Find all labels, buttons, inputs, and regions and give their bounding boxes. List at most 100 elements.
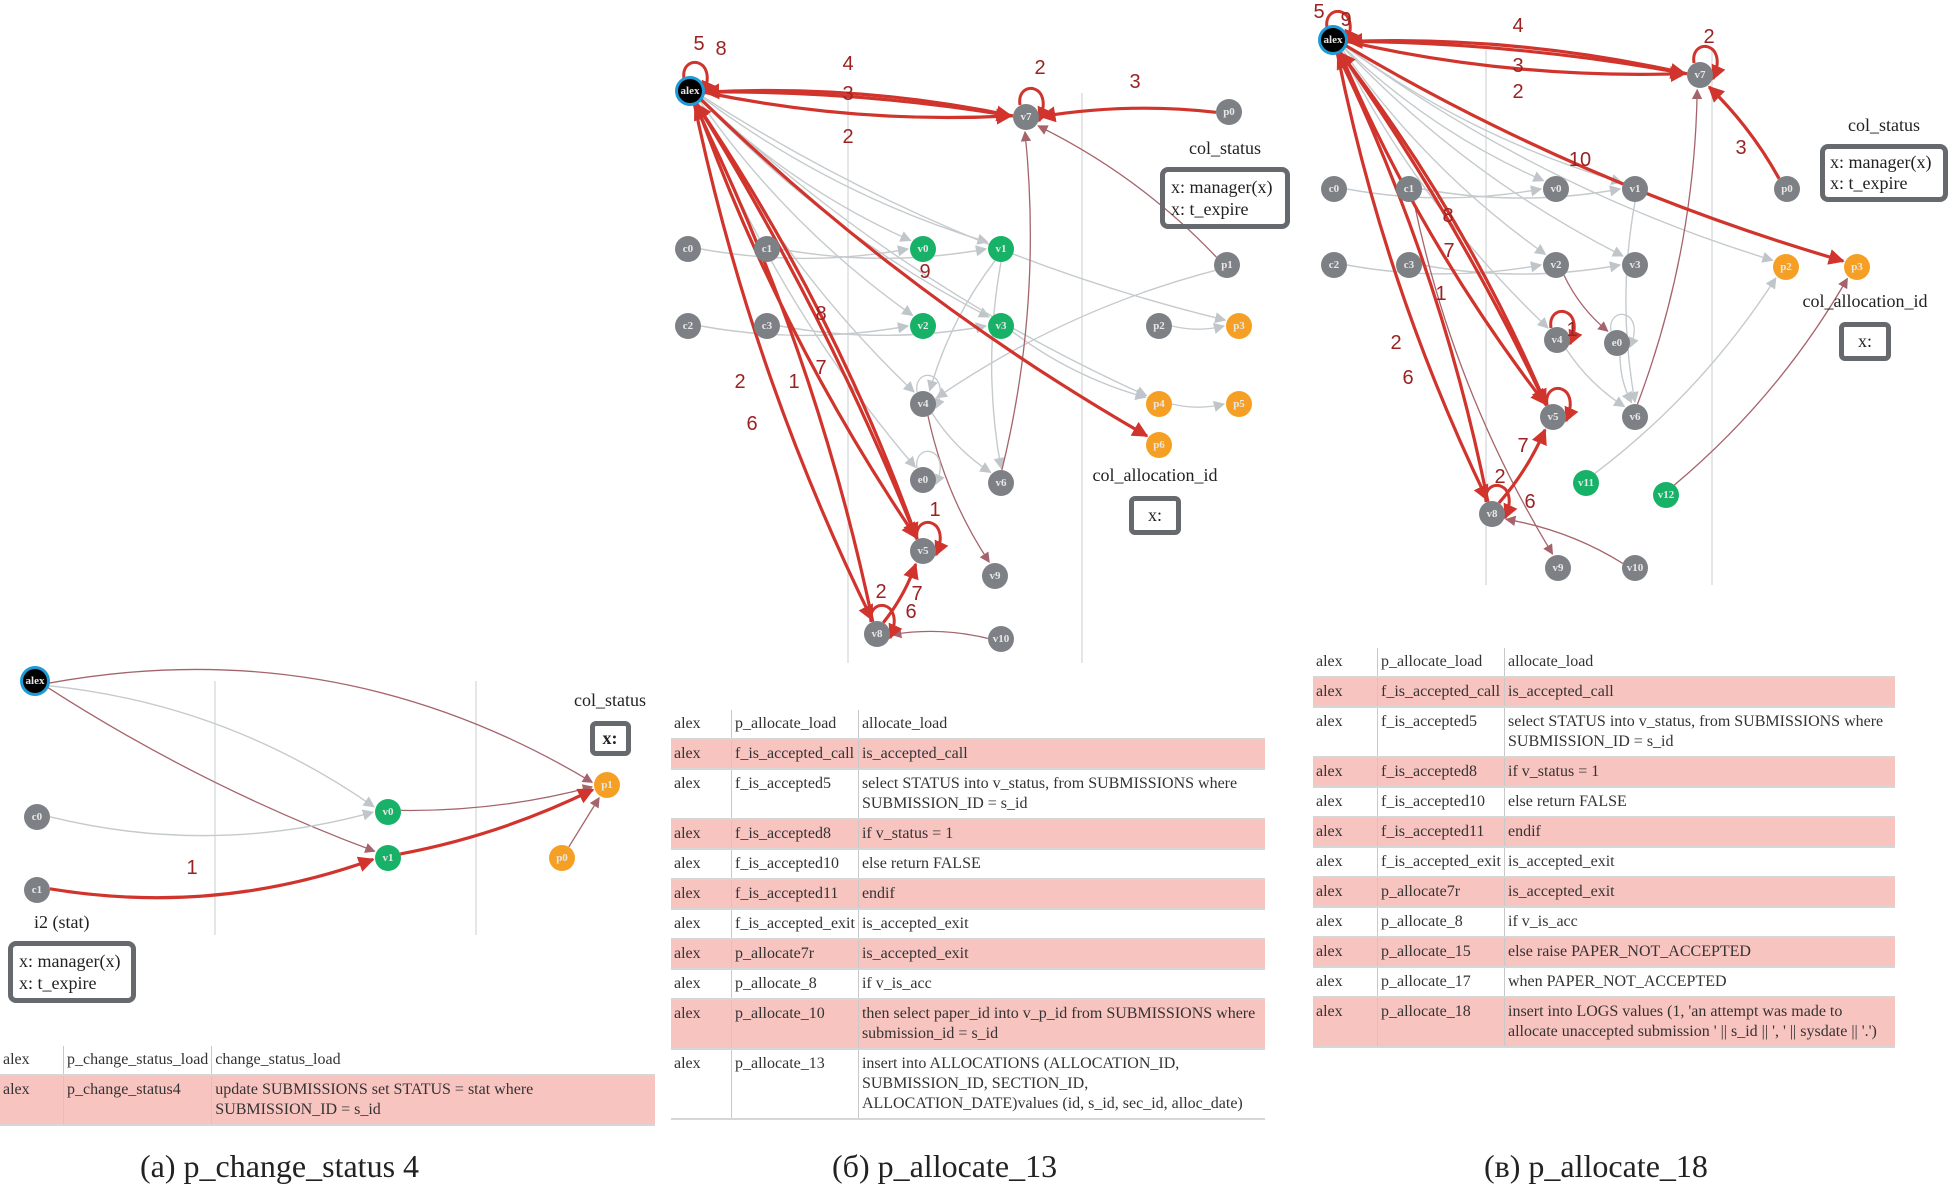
loop-step-label: 2: [1494, 466, 1505, 488]
node-a-c0[interactable]: c0: [24, 804, 50, 830]
node-b-p1[interactable]: p1: [1214, 252, 1240, 278]
node-c-v5[interactable]: v5: [1540, 404, 1566, 430]
edge-step-label: 1: [186, 857, 197, 879]
node-b-p3[interactable]: p3: [1226, 313, 1252, 339]
node-a-p1[interactable]: p1: [594, 772, 620, 798]
node-b-v6[interactable]: v6: [988, 470, 1014, 496]
node-b-p6[interactable]: p6: [1146, 432, 1172, 458]
node-c-c1[interactable]: c1: [1396, 176, 1422, 202]
node-c-v2[interactable]: v2: [1543, 252, 1569, 278]
node-b-c1[interactable]: c1: [754, 236, 780, 262]
node-a-v0[interactable]: v0: [375, 799, 401, 825]
node-b-v10[interactable]: v10: [988, 626, 1014, 652]
node-b-v3[interactable]: v3: [988, 313, 1014, 339]
node-c-c0[interactable]: c0: [1321, 176, 1347, 202]
edge-b-c2-to-v2: [700, 322, 910, 337]
gray-node-body: [982, 563, 1008, 589]
node-b-p0[interactable]: p0: [1216, 99, 1242, 125]
node-c-v7[interactable]: v7: [1687, 62, 1713, 88]
node-b-c2[interactable]: c2: [675, 313, 701, 339]
node-c-e0[interactable]: e0: [1604, 330, 1630, 356]
node-a-alex[interactable]: alex: [20, 666, 50, 696]
gray-node-body: [1774, 176, 1800, 202]
edge-step-label: 2: [734, 371, 745, 393]
node-c-p3[interactable]: p3: [1844, 254, 1870, 280]
node-a-p0[interactable]: p0: [549, 845, 575, 871]
edge-c-v8-to-alex: [1336, 52, 1490, 502]
gray-node-body: [1687, 62, 1713, 88]
node-b-v1[interactable]: v1: [988, 236, 1014, 262]
node-b-c3[interactable]: c3: [754, 313, 780, 339]
self-loop-b-alex: [682, 61, 716, 97]
node-b-v9[interactable]: v9: [982, 563, 1008, 589]
group-box: x: manager(x) x: t_expire: [1160, 167, 1290, 229]
trace-cell-statement: is_accepted_call: [1504, 677, 1895, 707]
node-c-v8[interactable]: v8: [1479, 501, 1505, 527]
node-c-v6[interactable]: v6: [1622, 404, 1648, 430]
user-node-body: [23, 669, 47, 693]
gray-node-body: [1622, 176, 1648, 202]
trace-cell-step: p_change_status4: [62, 1075, 212, 1125]
group-col-status-a: col_status x:: [560, 690, 660, 756]
node-b-v4[interactable]: v4: [910, 391, 936, 417]
node-b-v8[interactable]: v8: [864, 621, 890, 647]
trace-cell-step: f_is_accepted_exit: [1377, 847, 1505, 877]
node-c-c2[interactable]: c2: [1321, 252, 1347, 278]
node-a-v1[interactable]: v1: [375, 845, 401, 871]
node-c-v12[interactable]: v12: [1653, 482, 1679, 508]
trace-cell-statement: endif: [1504, 817, 1895, 847]
node-c-v3[interactable]: v3: [1622, 252, 1648, 278]
node-c-v11[interactable]: v11: [1573, 470, 1599, 496]
node-c-alex[interactable]: alex: [1318, 25, 1348, 55]
node-c-c3[interactable]: c3: [1396, 252, 1422, 278]
node-b-p4[interactable]: p4: [1146, 391, 1172, 417]
edge-step-label: 2: [1512, 81, 1523, 103]
node-c-v4[interactable]: v4: [1544, 327, 1570, 353]
node-b-v5[interactable]: v5: [910, 538, 936, 564]
node-b-p2[interactable]: p2: [1146, 313, 1172, 339]
node-b-alex[interactable]: alex: [675, 76, 705, 106]
edge-step-label: 4: [842, 53, 853, 75]
node-b-p5[interactable]: p5: [1226, 391, 1252, 417]
node-c-p0[interactable]: p0: [1774, 176, 1800, 202]
node-b-v2[interactable]: v2: [910, 313, 936, 339]
node-c-v1[interactable]: v1: [1622, 176, 1648, 202]
node-c-p2[interactable]: p2: [1773, 254, 1799, 280]
node-a-c1[interactable]: c1: [24, 877, 50, 903]
node-c-v10[interactable]: v10: [1622, 555, 1648, 581]
trace-cell-step: p_allocate_load: [1377, 648, 1505, 677]
node-b-c0[interactable]: c0: [675, 236, 701, 262]
node-c-v9[interactable]: v9: [1545, 555, 1571, 581]
edge-b-v8-to-v5: [882, 562, 919, 624]
node-b-v7[interactable]: v7: [1013, 104, 1039, 130]
node-c-v0[interactable]: v0: [1543, 176, 1569, 202]
node-b-e0[interactable]: e0: [910, 467, 936, 493]
node-b-v0[interactable]: v0: [910, 236, 936, 262]
edge-b-p0-to-v7: [1039, 106, 1217, 123]
